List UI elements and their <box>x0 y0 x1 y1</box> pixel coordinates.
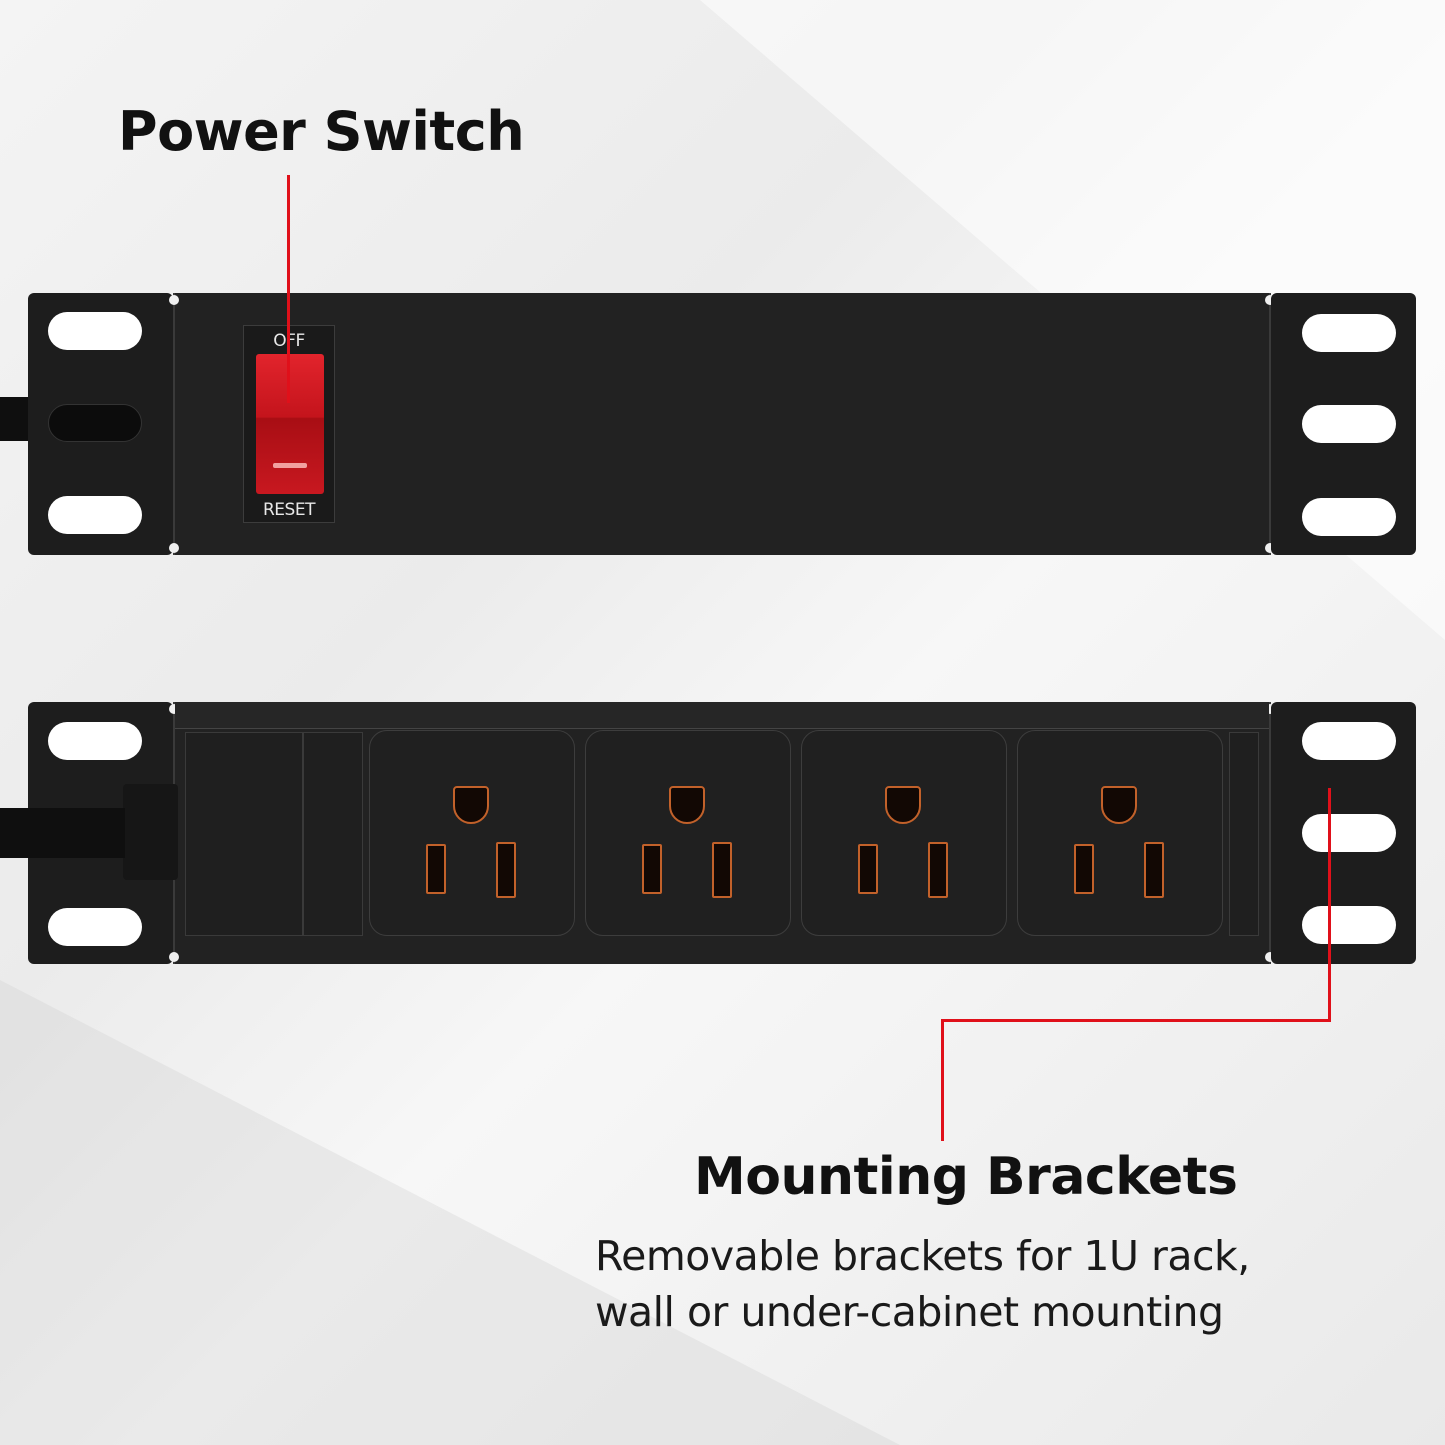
outlet-3[interactable] <box>801 730 1007 936</box>
ground-hole <box>669 786 705 824</box>
power-strip-top-view: OFF RESET <box>0 293 1416 555</box>
mounting-brackets-title: Mounting Brackets <box>694 1147 1238 1207</box>
outlet-1[interactable] <box>369 730 575 936</box>
background-facet <box>0 980 900 1445</box>
switch-reset-label: RESET <box>263 500 315 520</box>
brackets-pointer-horizontal <box>941 1019 1331 1022</box>
mounting-bracket-left <box>28 293 173 555</box>
power-cord <box>0 808 125 858</box>
neutral-slot <box>1074 844 1094 894</box>
mounting-bracket-right <box>1271 293 1416 555</box>
housing-notch <box>1265 704 1275 714</box>
ground-hole <box>453 786 489 824</box>
housing-notch <box>169 543 179 553</box>
power-switch-pointer <box>287 175 290 403</box>
mounting-slot <box>1302 906 1396 944</box>
cord-grommet <box>48 404 142 442</box>
blank-panel <box>303 732 363 936</box>
housing-notch <box>169 704 179 714</box>
ground-hole <box>1101 786 1137 824</box>
housing-notch <box>169 295 179 305</box>
rocker-switch[interactable] <box>256 354 324 494</box>
mounting-slot <box>48 722 142 760</box>
brackets-pointer-vertical <box>1328 788 1331 1022</box>
hot-slot <box>928 842 948 898</box>
hot-slot <box>712 842 732 898</box>
outlet-2[interactable] <box>585 730 791 936</box>
mounting-slot <box>1302 814 1396 852</box>
strip-housing <box>169 702 1275 964</box>
housing-top-rail <box>175 702 1269 729</box>
mounting-slot <box>48 496 142 534</box>
housing-notch <box>169 952 179 962</box>
housing-notch <box>1265 952 1275 962</box>
mounting-slot <box>1302 405 1396 443</box>
brackets-pointer-drop <box>941 1019 944 1141</box>
mounting-slot <box>48 312 142 350</box>
hot-slot <box>1144 842 1164 898</box>
outlet-4[interactable] <box>1017 730 1223 936</box>
hot-slot <box>496 842 516 898</box>
mounting-slot <box>48 908 142 946</box>
housing-notch <box>1265 295 1275 305</box>
mounting-bracket-right <box>1271 702 1416 964</box>
blank-panel <box>185 732 303 936</box>
description-line-1: Removable brackets for 1U rack, <box>595 1232 1250 1280</box>
cord-strain-relief <box>123 784 178 880</box>
housing-notch <box>1265 543 1275 553</box>
ground-hole <box>885 786 921 824</box>
description-line-2: wall or under-cabinet mounting <box>595 1288 1224 1336</box>
neutral-slot <box>426 844 446 894</box>
blank-panel <box>1229 732 1259 936</box>
neutral-slot <box>858 844 878 894</box>
neutral-slot <box>642 844 662 894</box>
power-strip-outlet-view <box>0 702 1416 964</box>
mounting-brackets-description: Removable brackets for 1U rack, wall or … <box>595 1228 1250 1340</box>
mounting-slot <box>1302 498 1396 536</box>
power-switch-title: Power Switch <box>118 100 525 163</box>
rocker-indicator <box>273 463 307 468</box>
mounting-slot <box>1302 314 1396 352</box>
mounting-slot <box>1302 722 1396 760</box>
strip-housing: OFF RESET <box>169 293 1275 555</box>
